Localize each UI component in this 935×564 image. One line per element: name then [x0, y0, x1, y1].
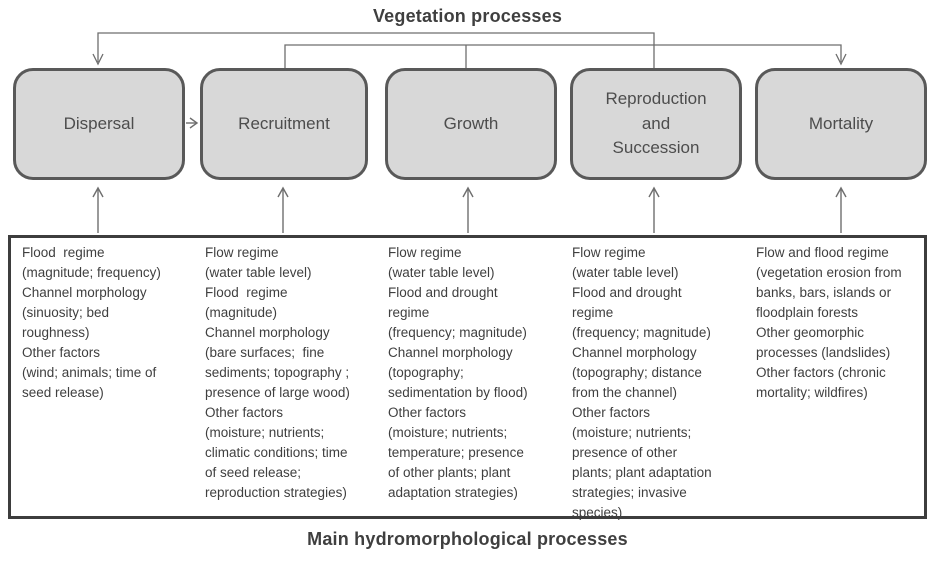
process-box-label: Recruitment — [238, 113, 330, 133]
feedback-reproduction-to-dispersal-line — [92, 32, 655, 68]
process-box-label: Dispersal — [63, 113, 135, 133]
process-box-recruitment: Recruitment — [200, 68, 368, 180]
arrowhead-down-mortality-icon — [835, 53, 847, 66]
arrowhead-up-icon — [277, 186, 289, 198]
process-box-label: Mortality — [808, 113, 874, 133]
bottom-title: Main hydromorphological processes — [307, 529, 628, 549]
driver-column-mortality: Flow and flood regime (vegetation erosio… — [756, 245, 902, 400]
dispersal-to-recruitment-arrow — [186, 117, 199, 129]
arrowhead-right-icon — [189, 117, 199, 129]
driver-column-recruitment: Flow regime (water table level) Flood re… — [205, 245, 350, 500]
process-box-label: Reproduction and Succession — [605, 89, 707, 158]
arrowhead-up-icon — [462, 186, 474, 198]
process-box-reproduction-succession: Reproduction and Succession — [570, 68, 742, 180]
top-title: Vegetation processes — [372, 6, 563, 26]
arrowhead-up-icon — [92, 186, 104, 198]
connector-lines — [92, 32, 847, 233]
feedback-recruitment-growth-to-mortality-line — [284, 44, 847, 68]
hydromorphological-processes-box — [8, 235, 927, 519]
process-box-mortality: Mortality — [755, 68, 927, 180]
arrowhead-up-icon — [835, 186, 847, 198]
driver-column-dispersal: Flood regime (magnitude; frequency) Chan… — [22, 245, 161, 400]
process-box-growth: Growth — [385, 68, 557, 180]
arrowhead-down-dispersal-icon — [92, 53, 104, 66]
process-box-dispersal: Dispersal — [13, 68, 185, 180]
driver-column-growth: Flow regime (water table level) Flood an… — [388, 245, 528, 500]
driver-column-reproduction: Flow regime (water table level) Flood an… — [572, 245, 712, 520]
process-box-label: Growth — [443, 113, 499, 133]
upward-arrows — [92, 186, 847, 233]
arrowhead-up-icon — [648, 186, 660, 198]
